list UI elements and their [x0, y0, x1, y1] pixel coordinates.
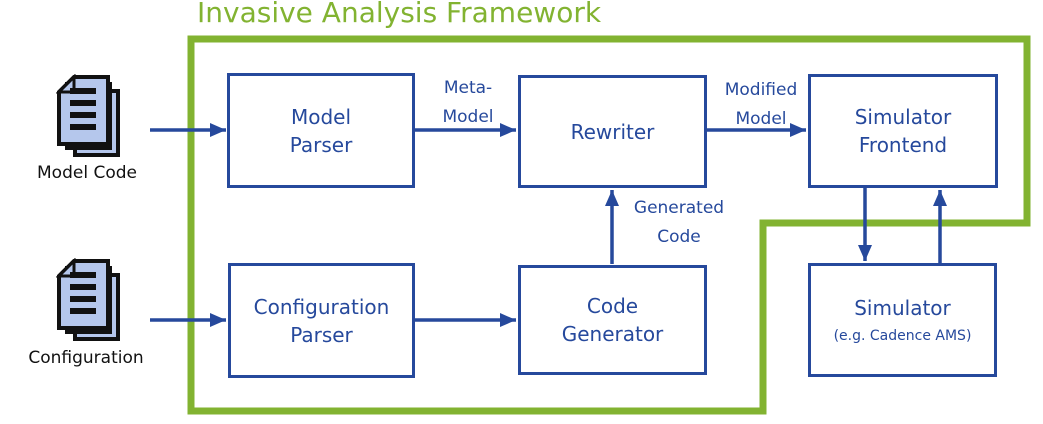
edge-label-generated-code: Generated Code	[633, 198, 725, 247]
document-stack-icon	[56, 74, 120, 157]
box-rewriter: Rewriter	[518, 75, 707, 188]
edge-label-modified-model: Modified Model	[724, 80, 798, 129]
box-code-generator: Code Generator	[518, 265, 707, 375]
document-stack-icon	[56, 258, 120, 341]
box-simulator-frontend: Simulator Frontend	[808, 74, 998, 188]
box-simulator: Simulator (e.g. Cadence AMS)	[808, 263, 997, 377]
edge-arrows	[150, 123, 947, 327]
box-configuration-parser: Configuration Parser	[228, 263, 415, 378]
source-label-configuration: Configuration	[28, 348, 144, 368]
diagram-title: Invasive Analysis Framework	[197, 0, 602, 29]
box-simulator-label: Simulator	[854, 296, 951, 320]
framework-boundary	[187, 35, 1031, 415]
box-simulator-sublabel: (e.g. Cadence AMS)	[833, 328, 972, 344]
edge-label-meta-model: Meta- Model	[442, 78, 494, 127]
source-label-model-code: Model Code	[37, 163, 137, 183]
box-model-parser: Model Parser	[227, 73, 415, 188]
